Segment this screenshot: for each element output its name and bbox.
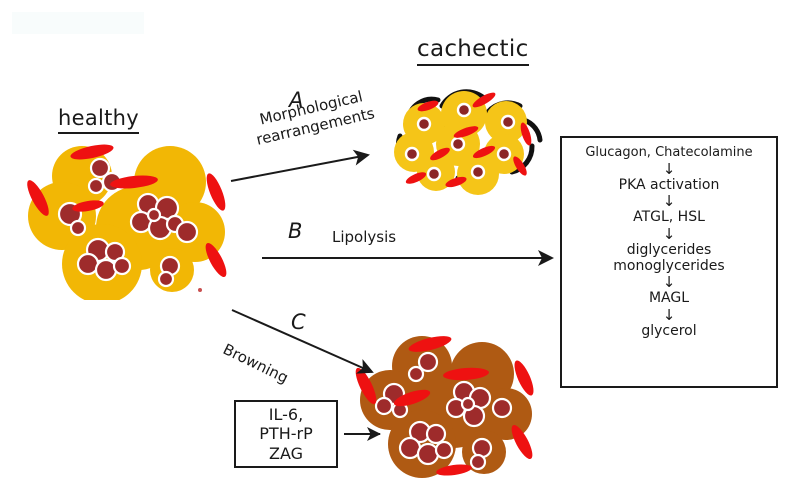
pathway-step-diglycerides: diglycerides — [626, 241, 712, 258]
healthy-adipocyte-cluster — [27, 144, 227, 300]
pathway-step-magl: MAGL — [648, 290, 690, 307]
top-left-artifact — [12, 12, 144, 34]
browned-lipid-droplets — [374, 351, 513, 471]
label-healthy-text: healthy — [58, 106, 140, 134]
arrow-letter-b: B — [288, 219, 303, 243]
pathway-arrow-2: ↓ — [662, 192, 676, 211]
pathway-step-glucagon: Glucagon, Chatecolamine — [585, 145, 753, 160]
pathway-step-glycerol: glycerol — [641, 322, 697, 339]
stray-red-dot-artifact — [198, 288, 202, 292]
label-cachectic-text: cachectic — [417, 36, 529, 66]
pathway-arrow-5: ↓ — [662, 305, 676, 324]
cytokine-il6: IL-6, — [268, 405, 304, 425]
arrow-label-browning: Browning — [220, 340, 292, 387]
pathway-step-pka-activation: PKA activation — [618, 176, 720, 193]
healthy-blood-vessels — [27, 144, 227, 278]
pathway-arrow-4: ↓ — [662, 273, 676, 292]
cachectic-blood-vessels — [405, 92, 532, 188]
arrow-label-lipolysis: Lipolysis — [332, 228, 397, 246]
label-healthy: healthy — [58, 106, 140, 134]
cachectic-nuclei — [404, 102, 516, 182]
label-cachectic: cachectic — [417, 36, 529, 66]
cytokine-box: IL-6, PTH-rP ZAG — [234, 400, 338, 468]
pathway-step-monoglycerides: monoglycerides — [613, 257, 725, 274]
lipolysis-pathway-box: Glucagon, Chatecolamine ↓ PKA activation… — [560, 136, 778, 388]
healthy-cells — [28, 146, 225, 300]
pathway-arrow-3: ↓ — [662, 224, 676, 243]
cytokine-pth-rp: PTH-rP — [259, 424, 313, 444]
browned-blood-vessels — [355, 336, 534, 476]
arrow-letter-a: A — [289, 88, 304, 112]
browned-adipocyte-cluster — [355, 336, 534, 478]
cytokine-zag: ZAG — [268, 443, 304, 463]
arrow-label-morphological-rearrangements: Morphological rearrangements — [236, 82, 391, 152]
pathway-arrow-1: ↓ — [662, 159, 676, 178]
arrow-a-morphological — [230, 149, 370, 182]
pathway-step-atgl-hsl: ATGL, HSL — [633, 209, 705, 226]
cachectic-adipocyte-cluster — [394, 89, 543, 195]
arrow-letter-c: C — [291, 310, 306, 334]
